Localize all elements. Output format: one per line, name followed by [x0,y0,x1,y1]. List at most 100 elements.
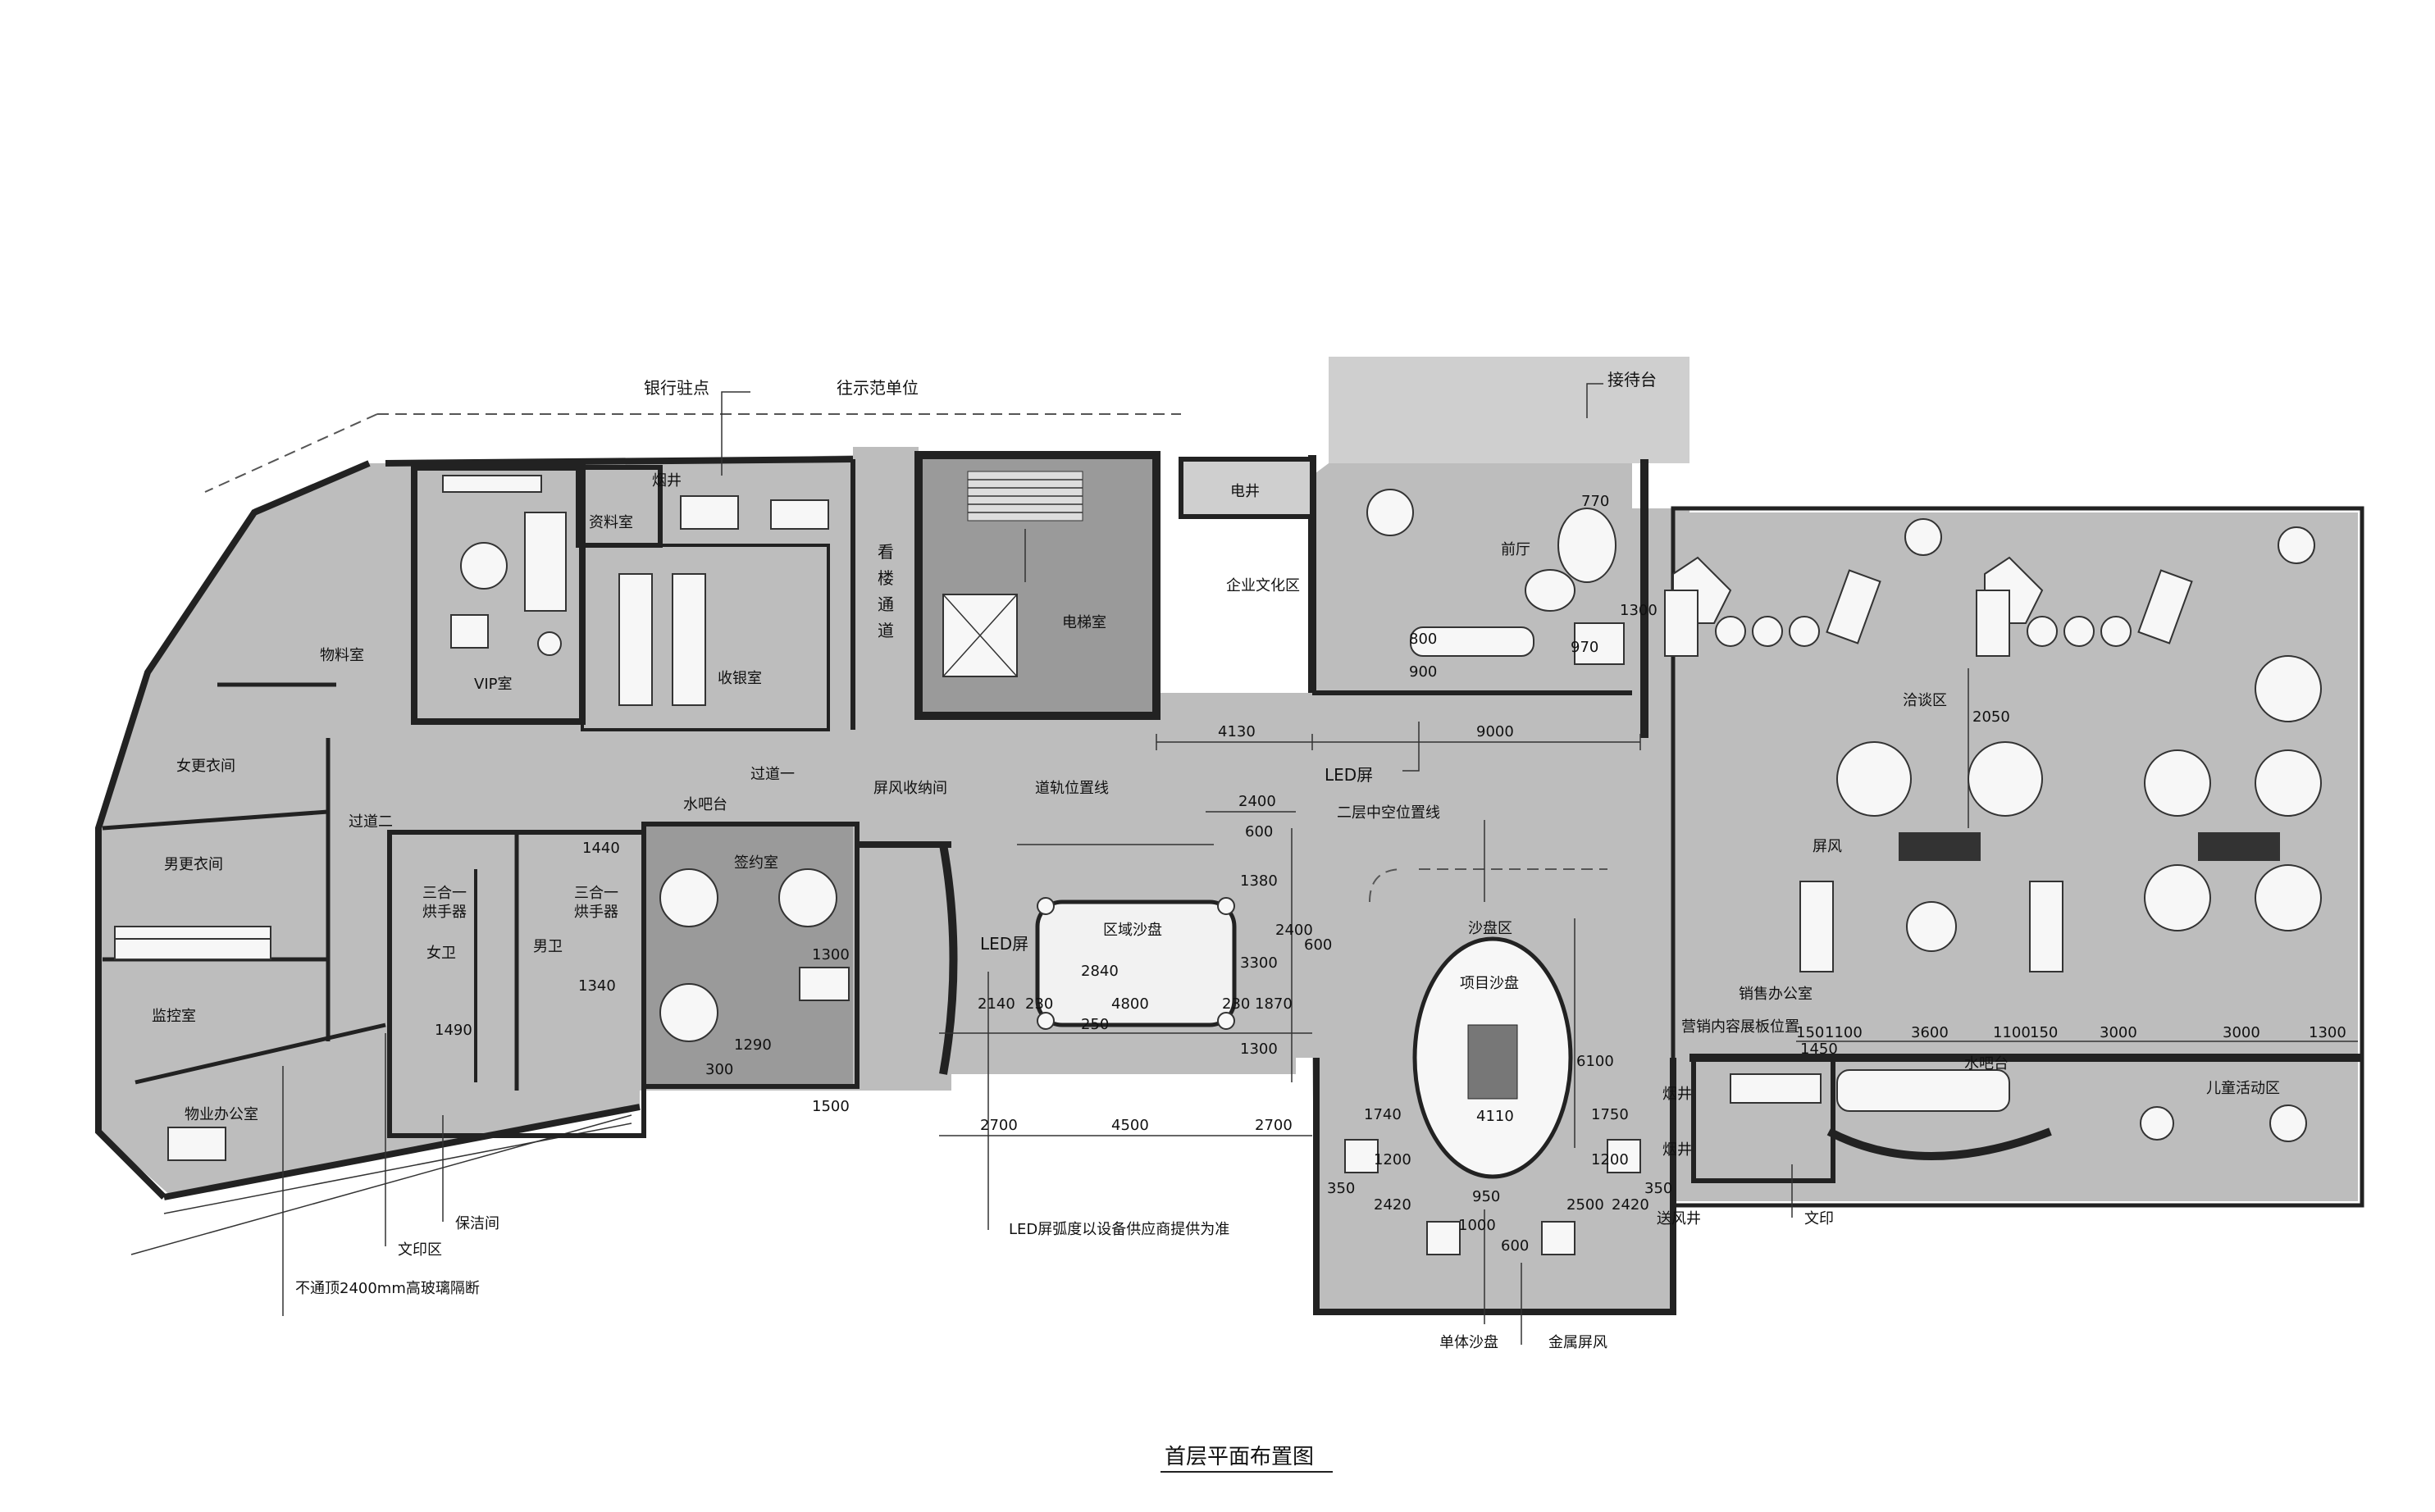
bank-desk [680,495,739,530]
label-kanlou-2: 楼 [878,568,894,588]
right-wing-outer [1671,506,2364,1208]
project-model-block [1467,1024,1518,1100]
dim-6100: 6100 [1576,1053,1614,1070]
dim-1500: 1500 [812,1098,850,1115]
label-led-top: LED屏 [1325,765,1373,785]
changing-bench [114,926,271,940]
dim-2840: 2840 [1081,963,1119,980]
dim-9000: 9000 [1476,723,1514,740]
label-shouyin: 收银室 [718,670,762,687]
label-bar2: 水吧台 [1964,1055,2009,1073]
bar-base [1826,1127,2052,1160]
dimension-text: 4130 9000 2400 600 1380 2400 3300 600 13… [435,493,2346,1255]
label-dryer-r2: 烘手器 [574,904,618,921]
dim-2420b: 2420 [1612,1196,1649,1214]
label-screen: 屏风 [1813,838,1842,855]
leader-lines [282,383,1793,1345]
label-yanjing: 烟井 [652,472,682,490]
center-table [1906,901,1957,952]
label-metal-screen: 金属屏风 [1548,1334,1607,1351]
dim-4110: 4110 [1476,1108,1514,1125]
label-screen-storage: 屏风收纳间 [873,780,947,797]
dim-1490: 1490 [435,1022,472,1039]
label-property-office: 物业办公室 [185,1106,258,1123]
signing-wall [641,822,860,1089]
dim-1740: 1740 [1364,1106,1402,1123]
label-corridor1: 过道一 [750,766,795,783]
negotiation-sofa-1 [1664,556,1881,657]
label-male-wc: 男卫 [533,938,563,955]
single-table-1 [1344,1139,1379,1173]
label-single-model: 单体沙盘 [1439,1334,1498,1351]
dim-2400b: 2400 [1275,922,1313,939]
label-print2: 文印 [1804,1210,1834,1227]
kids-table-2 [2269,1104,2307,1142]
label-glass-note: 不通顶2400mm高玻璃隔断 [295,1280,480,1297]
label-corridor2: 过道二 [349,813,393,831]
label-women-change: 女更衣间 [176,758,235,775]
outer-wall-south-left [163,1104,641,1200]
dim-1200b: 1200 [1591,1151,1629,1168]
elevator-x2 [942,594,1018,677]
label-vip: VIP室 [474,676,512,693]
sales-desk [1730,1073,1822,1104]
label-dryer-l1: 三合一 [422,885,467,902]
label-monitor: 监控室 [152,1008,196,1025]
label-yanjing2: 烟井 [1662,1086,1692,1103]
label-water-bar: 水吧台 [683,796,727,813]
entrance-canopy [1329,357,1689,463]
dim-250: 250 [1081,1016,1109,1033]
dim-1100a: 1100 [1825,1024,1863,1041]
dim-350a: 350 [1327,1180,1355,1197]
label-culture: 企业文化区 [1226,577,1300,594]
label-kanlou-4: 道 [878,621,894,640]
dim-600a: 600 [1245,823,1273,840]
rs-corner-1 [1037,897,1055,915]
label-sales-office: 销售办公室 [1739,986,1813,1003]
dim-1380: 1380 [1240,872,1278,890]
sales-office-wall [1691,1055,1835,1183]
label-print-area: 文印区 [398,1241,442,1259]
dim-3000a: 3000 [2100,1024,2137,1041]
dim-2500: 2500 [1566,1196,1604,1214]
kids-table-1 [2140,1106,2174,1141]
dim-600b: 600 [1304,936,1332,954]
cashier-desk-2 [672,573,706,706]
label-signing: 签约室 [734,854,778,872]
dim-900: 900 [1409,663,1437,681]
drawing-title: 首层平面布置图 [1165,1445,1314,1469]
south-glass-line [130,1114,632,1255]
vip-stool [537,631,562,656]
dim-1440: 1440 [582,840,620,857]
label-to-model: 往示范单位 [837,378,919,398]
label-reception-desk: 接待台 [1607,370,1657,389]
center-sofa-right [2029,881,2063,972]
dim-3300: 3300 [1240,954,1278,972]
dim-1300b: 1300 [812,946,850,963]
property-wall [135,1022,386,1085]
single-table-3 [1426,1221,1461,1255]
dim-1870: 1870 [1255,995,1293,1013]
north-dash-diag [204,413,378,493]
sandtable-bay [1312,1050,1673,1312]
dim-230b: 230 [1222,995,1250,1013]
label-kanlou-3: 通 [878,594,894,614]
monitor-desk [114,938,271,960]
dim-1450: 1450 [1800,1041,1838,1058]
dim-150a: 150 [1796,1024,1824,1041]
hall-counter [1410,626,1534,657]
bank-desk-2 [770,499,829,530]
dim-1300c: 1300 [1620,602,1658,619]
label-led-left: LED屏 [980,934,1028,954]
signing-room-floor [644,824,853,1086]
label-project-model: 项目沙盘 [1460,975,1519,992]
dim-1100b: 1100 [1993,1024,2031,1041]
label-ziliao: 资料室 [589,514,633,531]
dim-2050: 2050 [1972,708,2010,726]
label-bank: 银行驻点 [644,378,709,398]
label-men-change: 男更衣间 [164,856,223,873]
dim-1200a: 1200 [1374,1151,1411,1168]
label-region-model: 区域沙盘 [1103,922,1162,939]
label-kids: 儿童活动区 [2206,1080,2280,1097]
